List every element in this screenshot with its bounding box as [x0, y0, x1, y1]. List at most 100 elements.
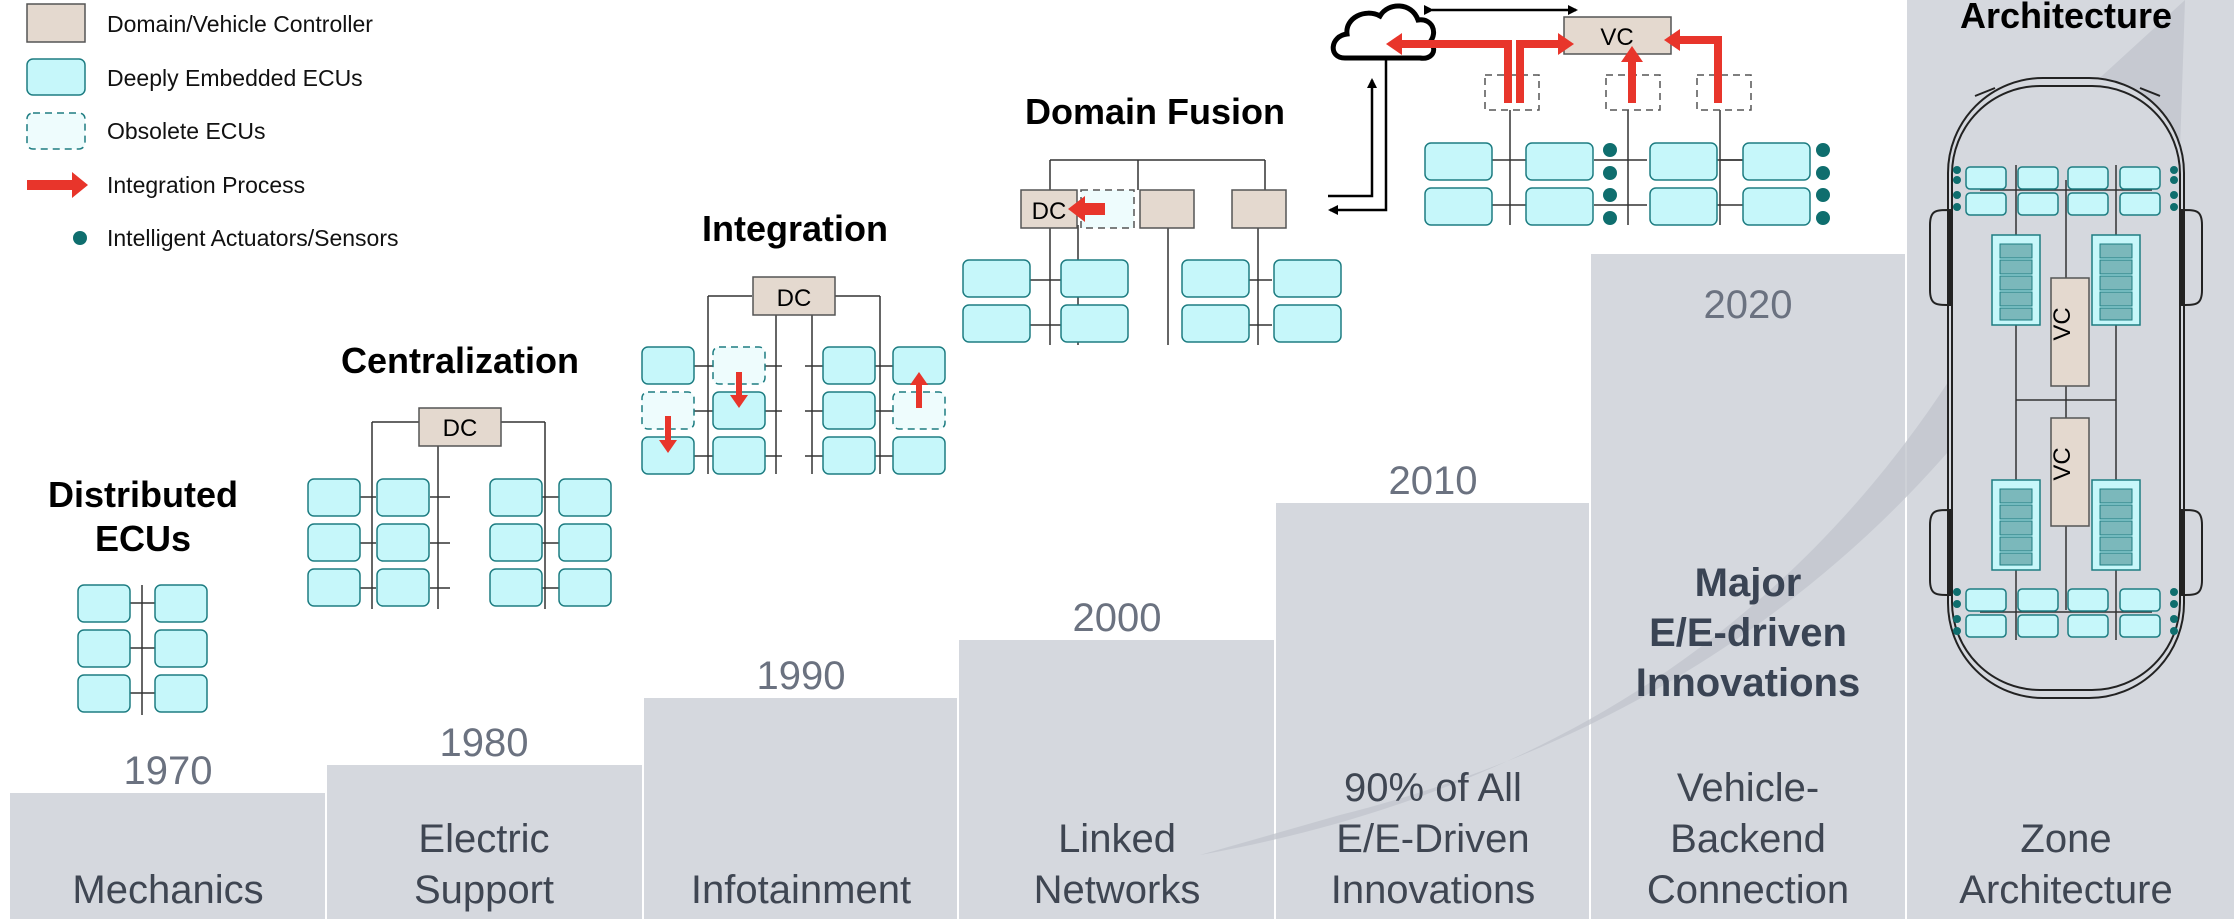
ecu: [1424, 187, 1493, 226]
diagram-integration: DC: [641, 276, 946, 475]
arrowhead: [1558, 33, 1574, 55]
actuator-dot: [1953, 615, 1961, 623]
caption-90pct-line2: E/E-Driven: [1336, 817, 1529, 861]
obsolete-controller: [1696, 74, 1752, 111]
legend-controller-label: Domain/Vehicle Controller: [107, 11, 373, 37]
actuator-dot: [2170, 203, 2178, 211]
legend-controller-swatch: [26, 3, 86, 43]
caption-linked-line1: Linked: [1058, 817, 1176, 861]
caption-mechanics: Mechanics: [72, 868, 263, 912]
ecu: [1273, 259, 1342, 298]
actuator-dot: [2170, 588, 2178, 596]
ecu: [822, 436, 876, 475]
ecu: [2119, 192, 2161, 216]
ecu: [1965, 588, 2007, 612]
ecu: [892, 436, 946, 475]
step-1980: [327, 765, 642, 919]
caption-zone-line1: Zone: [2020, 817, 2111, 861]
ecu: [641, 346, 695, 385]
obsolete-ecu: [641, 391, 695, 430]
ecu: [2017, 166, 2059, 190]
ecu: [558, 523, 612, 562]
domain-controller: [1139, 189, 1195, 229]
integration-arrow: [1400, 40, 1512, 103]
legend-obsolete-label: Obsolete ECUs: [107, 118, 266, 144]
zone-controllers: [1991, 234, 2141, 571]
step-captions: Mechanics Electric Support Infotainment …: [72, 766, 2172, 912]
svg-text:E/E-driven: E/E-driven: [1649, 611, 1847, 655]
legend: Domain/Vehicle Controller Deeply Embedde…: [26, 3, 399, 251]
actuator-dot: [1953, 627, 1961, 635]
ecu: [307, 568, 361, 607]
caption-backend-line3: Connection: [1647, 868, 1849, 912]
caption-electric-line2: Support: [414, 868, 554, 912]
ecu: [307, 523, 361, 562]
arrowhead: [1386, 33, 1402, 55]
diagram-zone-architecture: VC VC: [1929, 77, 2203, 699]
vc-label: VC: [2049, 447, 2076, 480]
cloud-icon: [1330, 3, 1437, 61]
ecu: [558, 478, 612, 517]
ecu: [2119, 588, 2161, 612]
legend-integration-arrow: [27, 172, 88, 198]
actuator-dot: [1603, 143, 1617, 157]
ecu: [489, 478, 543, 517]
title-distributed-line2: ECUs: [95, 518, 191, 559]
integration-arrow: [910, 372, 928, 408]
ecu: [558, 568, 612, 607]
ecu: [376, 523, 430, 562]
title-domain-fusion: Domain Fusion: [1025, 91, 1285, 132]
ecu: [962, 304, 1031, 343]
vehicle-controller: [2050, 277, 2090, 387]
domain-controller: [1020, 189, 1078, 229]
diagram-centralization: DC: [307, 407, 612, 609]
dc-label: DC: [1032, 198, 1067, 225]
ecu: [2067, 192, 2109, 216]
domain-controller: [752, 276, 836, 316]
domain-controller: [1231, 189, 1287, 229]
legend-ecu-label: Deeply Embedded ECUs: [107, 65, 363, 91]
year-1990: 1990: [757, 654, 846, 698]
step-1970: [10, 793, 325, 919]
ecu: [1965, 166, 2007, 190]
actuator-dot: [1953, 600, 1961, 608]
actuator-dot: [1953, 176, 1961, 184]
ecu: [1965, 192, 2007, 216]
legend-ecu-swatch: [26, 58, 86, 96]
ecu: [1649, 187, 1718, 226]
arrowhead: [1621, 46, 1643, 62]
year-2010: 2010: [1389, 459, 1478, 503]
caption-zone-line2: Architecture: [1959, 868, 2172, 912]
ecu: [376, 568, 430, 607]
year-2020: 2020: [1704, 283, 1793, 327]
obsolete-ecu: [892, 391, 946, 430]
title-zone-architecture: Architecture: [1960, 0, 2172, 36]
diagram-vehicle-controller: VC: [1330, 3, 1830, 226]
ecu: [1742, 142, 1811, 181]
ecu: [1060, 304, 1129, 343]
ecu: [822, 346, 876, 385]
ecu: [1742, 187, 1811, 226]
ecu: [1181, 304, 1250, 343]
ecu: [2067, 588, 2109, 612]
dc-label: DC: [777, 285, 812, 312]
title-centralization: Centralization: [341, 340, 579, 381]
ecu: [1424, 142, 1493, 181]
ecu: [1525, 142, 1594, 181]
caption-backend-line1: Vehicle-: [1677, 766, 1819, 810]
integration-arrow: [659, 416, 677, 453]
ecu: [77, 629, 131, 668]
ecu: [2067, 166, 2109, 190]
ecu: [2067, 614, 2109, 638]
actuator-dot: [1953, 166, 1961, 174]
ecu: [2119, 166, 2161, 190]
integration-arrow: [1068, 196, 1105, 222]
actuator-dot: [2170, 166, 2178, 174]
obsolete-ecu: [712, 346, 766, 385]
caption-electric-line1: Electric: [418, 817, 549, 861]
dc-label: DC: [443, 415, 478, 442]
actuator-dot: [1953, 191, 1961, 199]
actuator-dot: [1816, 143, 1830, 157]
legend-obsolete-swatch: [26, 112, 86, 150]
